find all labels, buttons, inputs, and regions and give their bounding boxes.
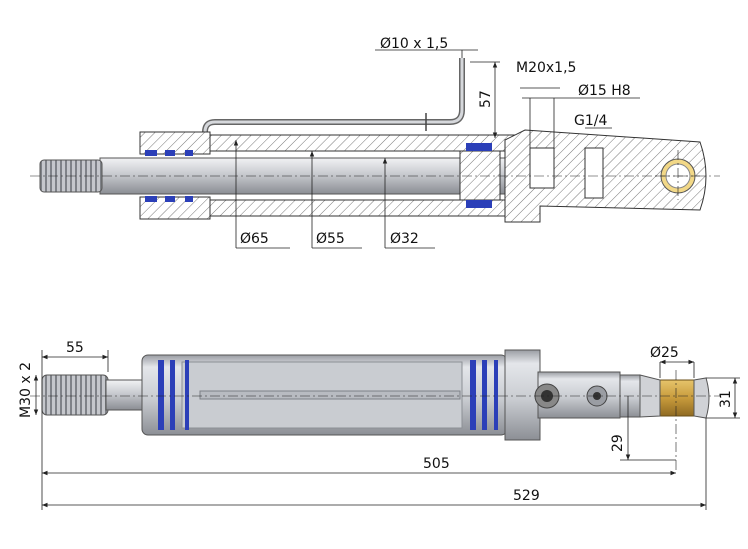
dim-rod-thread-length: 55 (66, 340, 84, 356)
exterior-view: 55 M30 x 2 Ø25 31 29 505 529 (18, 340, 740, 510)
end-cap (504, 349, 541, 441)
end-cap-section (504, 129, 707, 223)
dim-overall-length: 529 (513, 488, 540, 504)
dim-bore-diameter: Ø65 (240, 231, 269, 247)
dim-rod-diameter: Ø32 (390, 231, 419, 247)
dim-top-pipe-diameter: Ø10 x 1,5 (380, 36, 448, 52)
dim-eye-width: 31 (718, 390, 734, 408)
dim-port-thread: M20x1,5 (516, 60, 576, 76)
dim-pin-center-length: 505 (423, 456, 450, 472)
dim-port-bore: Ø15 H8 (578, 83, 631, 99)
dim-eye-pin-diameter: Ø25 (650, 345, 679, 361)
dim-tube-inner-diameter: Ø55 (316, 231, 345, 247)
gland-seals (145, 150, 193, 202)
piston-section (459, 143, 501, 208)
dim-rod-thread: M30 x 2 (18, 362, 34, 418)
section-view: Ø10 x 1,5 57 M20x1,5 Ø15 H8 G1/4 Ø65 Ø55… (30, 36, 720, 249)
dim-top-pipe-height: 57 (478, 90, 494, 108)
dim-port-pipe-thread: G1/4 (574, 113, 607, 129)
rod-exterior (105, 379, 147, 411)
rod-thread (41, 374, 109, 416)
hydraulic-pipe (202, 58, 465, 145)
seal-rings (158, 360, 498, 430)
eye-bushing (659, 379, 695, 417)
dim-eye-offset: 29 (610, 434, 626, 452)
